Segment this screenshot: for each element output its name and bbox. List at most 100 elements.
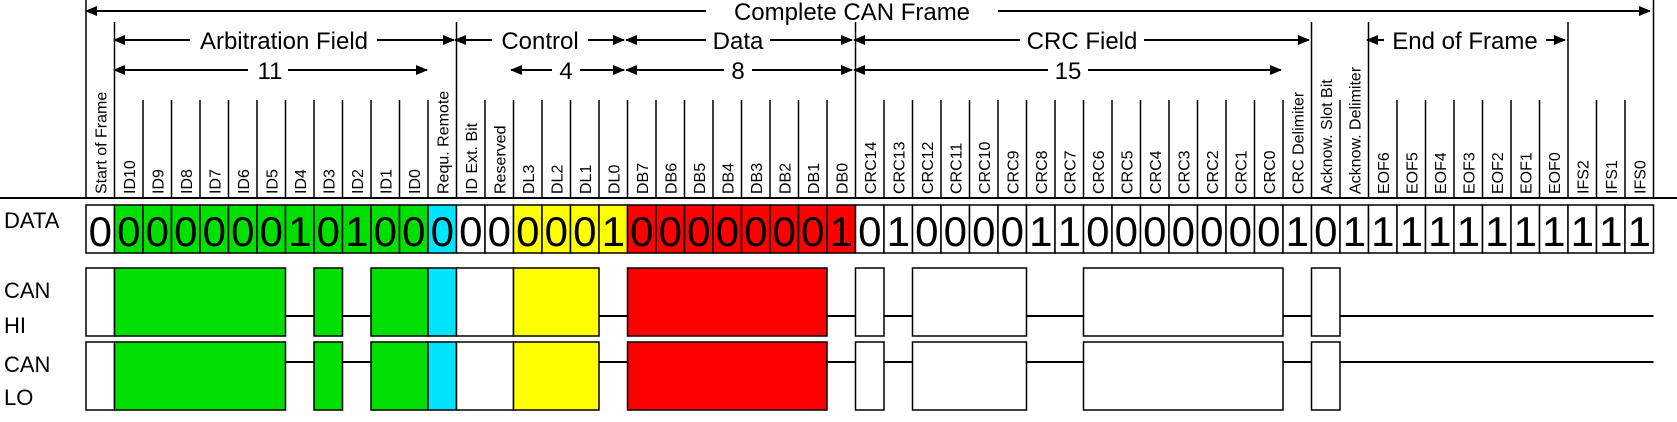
bit-cell-reserved [484,204,515,254]
bit-cell-crc7 [1054,204,1085,254]
bit-value-crc5: 0 [1115,208,1138,255]
signal-segment-12 [854,267,885,411]
signal-segment-6 [427,267,458,411]
bit-label-reserved: Reserved [492,126,509,194]
bit-label-eof0: EOF0 [1547,152,1564,194]
signal-segment-19 [1340,315,1654,363]
crc-count-dimension: 15 [853,58,1282,85]
bit-value-eof5: 1 [1400,208,1423,255]
bit-cell-id1 [370,204,401,254]
signal-segment-18 [1310,267,1341,411]
bit-value-eof2: 1 [1485,208,1508,255]
signal-segment-10 [626,267,828,411]
bit-label-start-of-frame: Start of Frame [93,92,110,194]
bit-cell-db4 [712,204,743,254]
bit-value-crc8: 1 [1029,208,1052,255]
bit-cell-eof3 [1453,204,1484,254]
can-hi-dominant-8 [512,267,600,337]
can-lo-dominant-0 [85,341,116,411]
signal-segment-3 [313,267,344,411]
bit-label-eof3: EOF3 [1461,152,1478,194]
bit-value-crc1: 0 [1229,208,1252,255]
signal-segment-9 [599,315,628,363]
bit-value-db6: 0 [659,208,682,255]
bit-cell-crc6 [1082,204,1113,254]
signal-segment-14 [911,267,1028,411]
signal-segment-11 [827,315,856,363]
bit-label-id1: ID1 [378,169,395,194]
can-lo-dominant-7 [455,341,515,411]
bit-value-crc9: 0 [1001,208,1024,255]
bit-label-crc13: CRC13 [891,141,908,194]
bit-value-ifs0: 1 [1628,208,1651,255]
bit-label-dl0: DL0 [606,165,623,194]
bit-value-ifs1: 1 [1599,208,1622,255]
can-hi-dominant-14 [911,267,1028,337]
bit-label-id9: ID9 [150,169,167,194]
bit-cell-ifs0 [1624,204,1655,254]
bit-value-eof1: 1 [1514,208,1537,255]
bit-cell-crc1 [1225,204,1256,254]
bit-cell-eof1 [1510,204,1541,254]
bit-cell-crc11 [940,204,971,254]
can-hi-dominant-10 [626,267,828,337]
data-row-label: DATA [4,208,60,233]
bit-value-crc12: 0 [915,208,938,255]
bit-label-id6: ID6 [236,169,253,194]
bit-cell-crc10 [968,204,999,254]
signal-segment-0 [85,267,116,411]
bit-value-crc6: 0 [1086,208,1109,255]
arbitration-count-label: 11 [258,58,283,85]
complete-frame-label: Complete CAN Frame [734,0,970,26]
bit-cell-db0 [826,204,857,254]
can-hi-label-line1: CAN [4,278,50,303]
bit-value-eof3: 1 [1457,208,1480,255]
bit-label-db0: DB0 [834,163,851,194]
bit-value-id2: 1 [345,208,368,255]
bit-label-crc14: CRC14 [863,141,880,194]
bit-label-eof1: EOF1 [1518,152,1535,194]
bit-id-ext-bit: 0ID Ext. Bit [455,122,486,255]
bit-label-id10: ID10 [122,160,139,194]
can-lo-dominant-18 [1310,341,1341,411]
bit-value-crc14: 0 [858,208,881,255]
header-dimension-lines: Complete CAN Frame Arbitration Field 11 … [85,0,1651,85]
can-lo-dominant-8 [512,341,600,411]
bit-value-crc3: 0 [1172,208,1195,255]
control-label: Control [501,28,578,55]
bit-value-ifs2: 1 [1571,208,1594,255]
bit-label-id5: ID5 [264,169,281,194]
bit-value-start-of-frame: 0 [89,208,112,255]
signal-segment-7 [455,267,515,411]
can-lo-label-line1: CAN [4,352,50,377]
bit-label-crc10: CRC10 [977,141,994,194]
bit-label-acknow-delimiter: Acknow. Delimiter [1347,66,1364,194]
bit-value-db1: 0 [801,208,824,255]
can-lo-dominant-5 [370,341,429,411]
data-dimension: Data [625,28,853,55]
arbitration-field-dimension: Arbitration Field [113,28,455,55]
control-dimension: Control [454,28,625,55]
bit-label-eof2: EOF2 [1490,152,1507,194]
bit-label-acknow-slot-bit: Acknow. Slot Bit [1319,79,1336,194]
bit-value-dl2: 0 [545,208,568,255]
bit-label-crc2: CRC2 [1205,150,1222,194]
bit-cell-crc5 [1111,204,1142,254]
bit-cell-crc13 [883,204,914,254]
